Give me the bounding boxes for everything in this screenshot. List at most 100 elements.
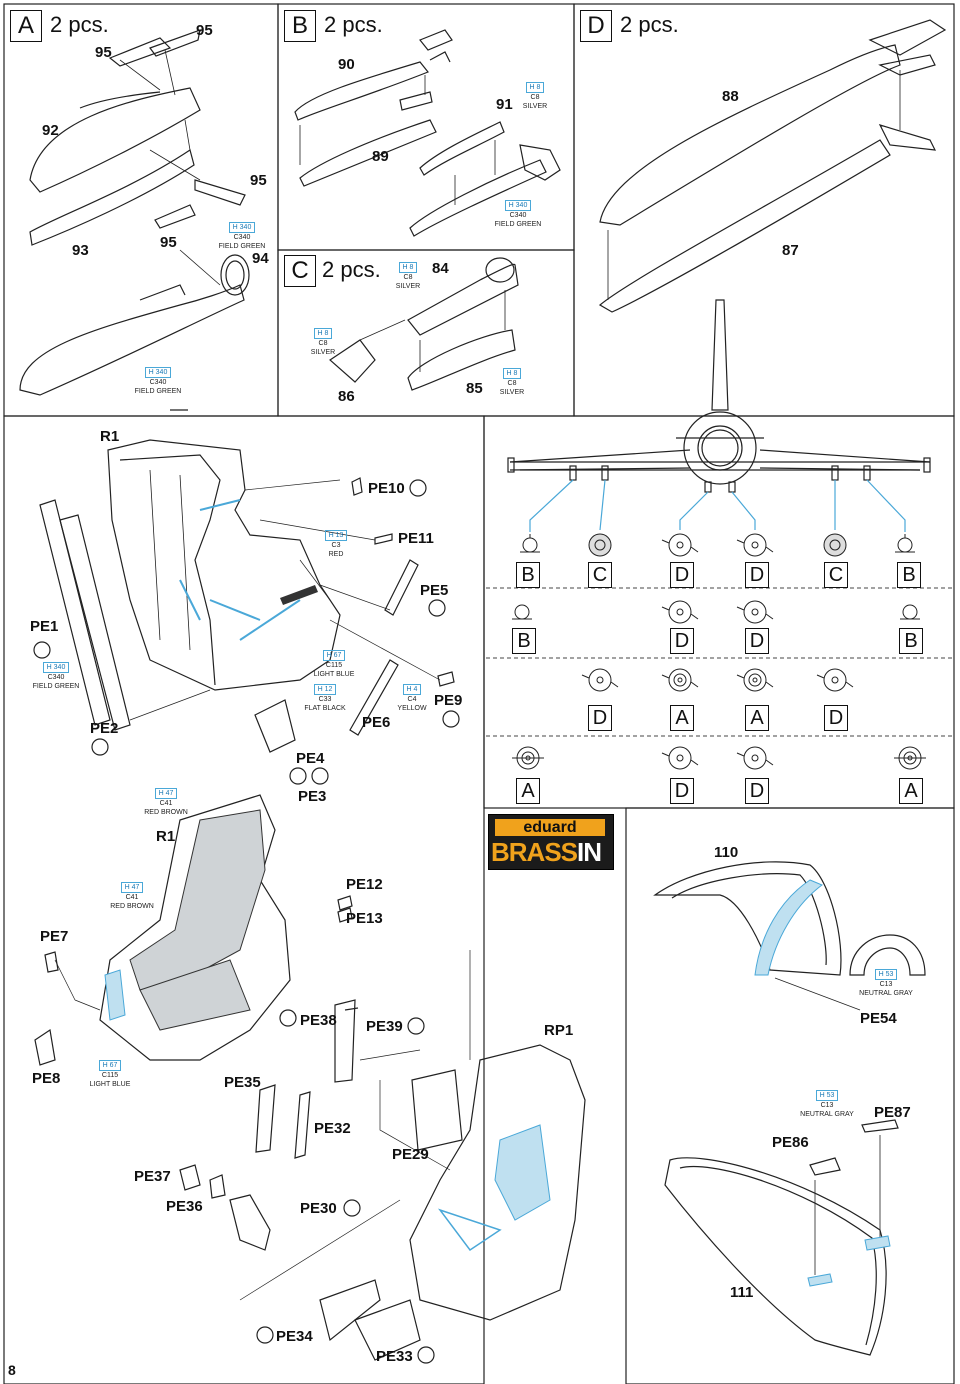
section-b-qty: 2 pcs. — [324, 12, 383, 37]
label-pe36: PE36 — [166, 1198, 203, 1215]
black-part — [280, 585, 318, 605]
buckle-pe30 — [229, 1194, 271, 1251]
label-pe30: PE30 — [300, 1200, 337, 1217]
section-a-letter: A — [10, 10, 42, 42]
frame-loadout — [483, 415, 955, 809]
loadout-station-letter: A — [670, 705, 694, 731]
frame-pe54 — [849, 934, 926, 976]
loadout-station-letter: B — [512, 628, 536, 654]
loadout-station-letter: B — [897, 562, 921, 588]
label-pe1: PE1 — [30, 618, 59, 635]
loadout-station-letter: A — [745, 705, 769, 731]
missile-89 — [299, 119, 437, 187]
part-94: 94 — [252, 250, 269, 267]
label-pe32: PE32 — [314, 1120, 351, 1137]
label-pe12: PE12 — [346, 876, 383, 893]
label-pe8: PE8 — [32, 1070, 61, 1087]
section-b-letter: B — [284, 10, 316, 42]
part-84: 84 — [432, 260, 449, 277]
label-pe35: PE35 — [224, 1074, 261, 1091]
part-87: 87 — [782, 242, 799, 259]
part-88: 88 — [722, 88, 739, 105]
loadout-station-letter: D — [745, 628, 769, 654]
section-d-qty: 2 pcs. — [620, 12, 679, 37]
frame-a — [3, 3, 279, 417]
label-pe54: PE54 — [860, 1010, 897, 1027]
section-c-qty: 2 pcs. — [322, 257, 381, 282]
loadout-station-letter: D — [588, 705, 612, 731]
tank-88 — [599, 44, 901, 226]
nozzle-86 — [329, 339, 376, 383]
loadout-station-letter: A — [516, 778, 540, 804]
part-pe3-pe4 — [254, 699, 296, 753]
section-a-qty: 2 pcs. — [50, 12, 109, 37]
part-pe8 — [34, 1028, 56, 1066]
frame-seat — [3, 415, 485, 1384]
label-pe34: PE34 — [276, 1328, 313, 1345]
label-r1: R1 — [156, 828, 176, 845]
label-pe10: PE10 — [368, 480, 405, 497]
straps-pe38-39 — [334, 999, 359, 1083]
label-pe4: PE4 — [296, 750, 325, 767]
part-86: 86 — [338, 388, 355, 405]
part-pe10 — [351, 477, 363, 496]
loadout-station-letter: B — [899, 628, 923, 654]
lever-pe6 — [349, 659, 399, 736]
tank-upper-half — [29, 87, 201, 193]
part-89: 89 — [372, 148, 389, 165]
part-92: 92 — [42, 122, 59, 139]
label-pe5: PE5 — [420, 582, 449, 599]
label-pe37: PE37 — [134, 1168, 171, 1185]
logo-top: eduard — [495, 819, 605, 836]
ring-94 — [220, 254, 250, 296]
pod-85 — [407, 329, 516, 391]
part-pe29 — [411, 1069, 463, 1151]
straps-pe32-35 — [255, 1084, 311, 1159]
label-pe33: PE33 — [376, 1348, 413, 1365]
section-c-letter: C — [284, 255, 316, 287]
tank-87 — [598, 139, 891, 313]
part-95: 95 — [250, 172, 267, 189]
label-pe87: PE87 — [874, 1104, 911, 1121]
fin-95-top-left — [108, 37, 172, 67]
label-pe6: PE6 — [362, 714, 391, 731]
part-pe33 — [354, 1299, 421, 1361]
label-pe29: PE29 — [392, 1146, 429, 1163]
missile-90 — [294, 61, 429, 121]
fin-95-top-right — [149, 29, 201, 57]
canopy-111 — [664, 1157, 887, 1356]
page-number: 8 — [8, 1362, 16, 1378]
fin — [711, 299, 729, 411]
part-pe12-13 — [337, 895, 353, 923]
missile-91-lower — [409, 159, 547, 237]
frame-canopy — [625, 807, 955, 1384]
missile-91-upper — [419, 121, 505, 176]
eduard-brassin-logo: eduard BRASSIN — [488, 814, 614, 870]
loadout-station-letter: D — [745, 562, 769, 588]
part-pe87 — [861, 1119, 899, 1133]
part-91: 91 — [496, 96, 513, 113]
loadout-station-letter: D — [670, 778, 694, 804]
label-r1: R1 — [100, 428, 120, 445]
part-pe34 — [319, 1279, 381, 1342]
tank-lower-half — [29, 149, 195, 246]
part-95: 95 — [160, 234, 177, 251]
label-pe9: PE9 — [434, 692, 463, 709]
rail-pe1 — [39, 499, 111, 726]
part-93: 93 — [72, 242, 89, 259]
loadout-station-letter: D — [824, 705, 848, 731]
